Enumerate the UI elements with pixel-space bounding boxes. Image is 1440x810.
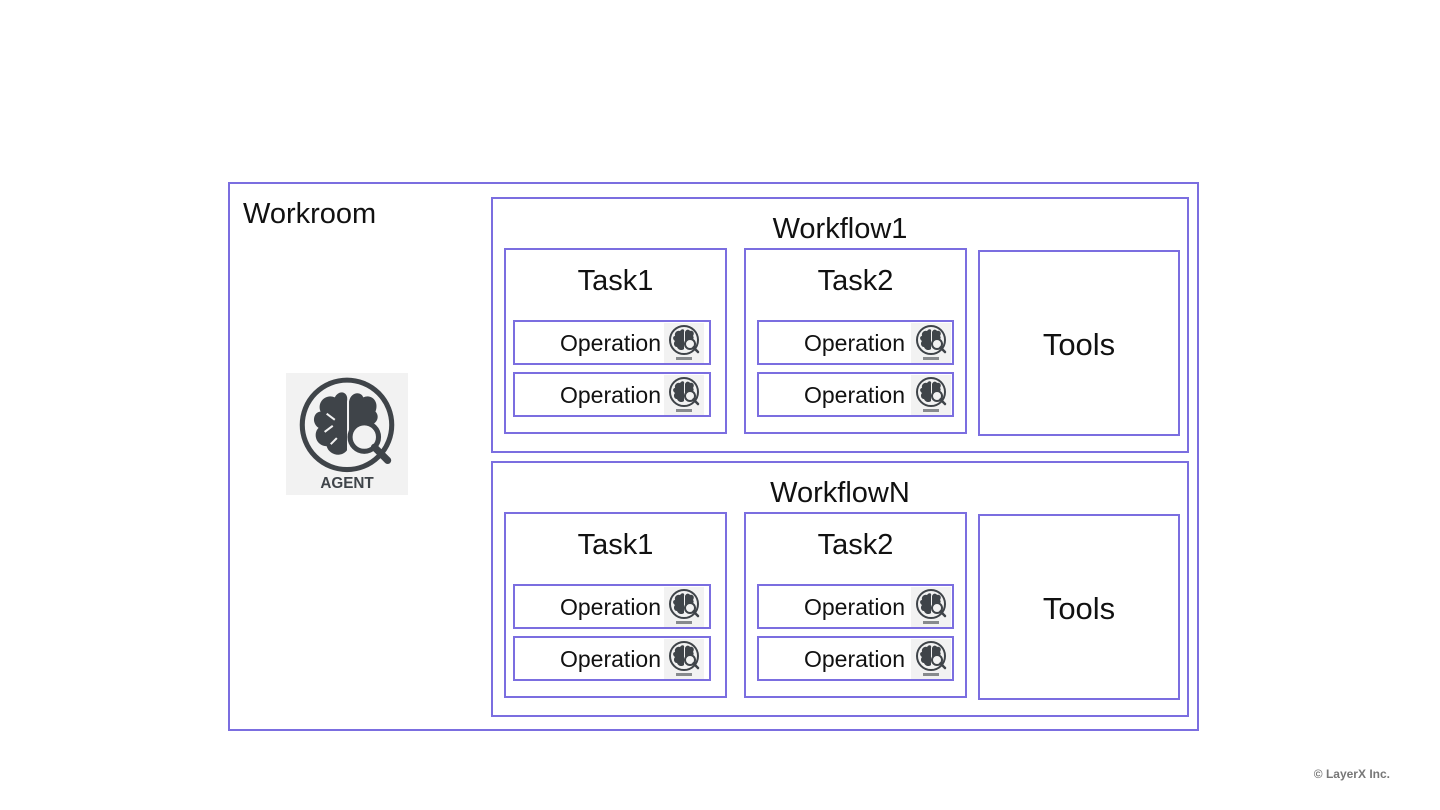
operation-label: Operation bbox=[560, 382, 662, 408]
tools-label: Tools bbox=[1042, 591, 1116, 626]
agent-mini-icon bbox=[664, 323, 704, 363]
operation-label: Operation bbox=[560, 594, 662, 620]
agent-mini-icon bbox=[911, 587, 951, 627]
task-title: Task1 bbox=[577, 529, 654, 561]
workflow-n-task-2-operation-1: Operation bbox=[757, 584, 954, 629]
agent-mini-icon bbox=[664, 639, 704, 679]
agent-mini-icon bbox=[911, 323, 951, 363]
operation-label: Operation bbox=[804, 594, 906, 620]
workflow-n-task-2-operation-2: Operation bbox=[757, 636, 954, 681]
agent-icon: AGENT bbox=[286, 373, 408, 495]
operation-label: Operation bbox=[560, 330, 662, 356]
operation-label: Operation bbox=[804, 382, 906, 408]
agent-mini-icon bbox=[664, 587, 704, 627]
operation-label: Operation bbox=[804, 646, 906, 672]
task-title: Task2 bbox=[817, 265, 894, 297]
workflow-1-title: Workflow1 bbox=[772, 213, 908, 245]
workflow-1-tools: Tools bbox=[978, 250, 1180, 436]
workflow-1-task-1-operation-1: Operation bbox=[513, 320, 711, 365]
agent-mini-icon bbox=[664, 375, 704, 415]
workflow-n-title: WorkflowN bbox=[770, 477, 910, 509]
workflow-n-task-1-operation-1: Operation bbox=[513, 584, 711, 629]
agent-mini-icon bbox=[911, 375, 951, 415]
task-title: Task1 bbox=[577, 265, 654, 297]
tools-label: Tools bbox=[1042, 327, 1116, 362]
agent-badge-text: AGENT bbox=[320, 475, 374, 492]
workflow-n-tools: Tools bbox=[978, 514, 1180, 700]
workflow-1-task-1-operation-2: Operation bbox=[513, 372, 711, 417]
task-title: Task2 bbox=[817, 529, 894, 561]
agent-mini-icon bbox=[911, 639, 951, 679]
workflow-1-task-2-operation-2: Operation bbox=[757, 372, 954, 417]
operation-label: Operation bbox=[560, 646, 662, 672]
workflow-n-task-1-operation-2: Operation bbox=[513, 636, 711, 681]
copyright-text: © LayerX Inc. bbox=[1313, 767, 1390, 781]
workflow-1-task-2-operation-1: Operation bbox=[757, 320, 954, 365]
workroom-label: Workroom bbox=[243, 198, 377, 230]
operation-label: Operation bbox=[804, 330, 906, 356]
brain-magnifier-icon: AGENT bbox=[299, 377, 395, 492]
